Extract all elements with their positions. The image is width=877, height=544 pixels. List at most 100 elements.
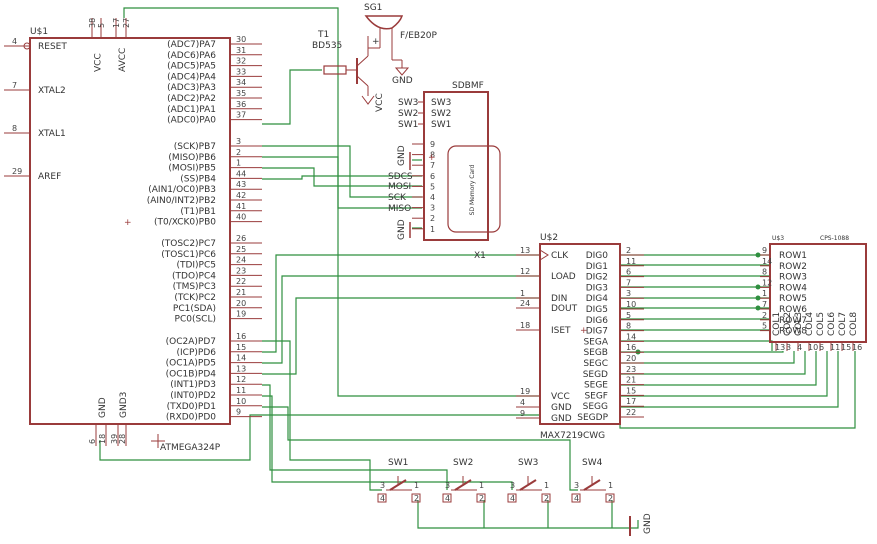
- switch-pin: 2: [544, 494, 549, 503]
- mcu-pin-label: VCC: [94, 53, 104, 72]
- mcu-right-pins: (ADC7)PA730(ADC6)PA631(ADC5)PA532(ADC4)P…: [147, 35, 262, 423]
- mcu-pin-label: PC1(SDA): [173, 304, 216, 314]
- mcu-pin-label: PC0(SCL): [175, 315, 216, 325]
- mcu-pin-label: (RXD0)PD0: [166, 413, 216, 423]
- matrix-col-label: COL6: [827, 312, 837, 336]
- net-pd7: [262, 340, 382, 491]
- mcu-pin-label: (ADC0)PA0: [167, 116, 216, 126]
- mcu-pin-number: 8: [12, 124, 17, 133]
- driver-name: U$2: [540, 233, 558, 243]
- matrix-col-number: 11: [830, 343, 840, 352]
- sd-card-socket[interactable]: SDBMF SD Memory Card SW3SW3SW2SW2SW1SW1 …: [388, 81, 501, 241]
- mcu-pin-label: (OC1B)PD4: [166, 369, 217, 379]
- sd-name: SDBMF: [452, 81, 484, 91]
- driver-pin-label: DIG1: [586, 262, 608, 272]
- buzzer-gnd: GND: [392, 76, 413, 86]
- driver-pin-number: 9: [520, 409, 525, 418]
- max7219-driver[interactable]: U$2 MAX7219CWG CLK13LOAD12DIN1DOUT24ISET…: [516, 233, 644, 441]
- reset-bubble-icon: [23, 42, 31, 50]
- matrix-col-number: 13: [775, 343, 785, 352]
- buzzer-sg1[interactable]: SG1 + F/EB20P GND: [364, 3, 438, 86]
- switch-pad: [541, 493, 551, 503]
- net-pa0-transistor: [262, 69, 322, 125]
- vcc-arrow-icon: [361, 95, 375, 105]
- mcu-pin-label: (ADC7)PA7: [167, 40, 216, 50]
- matrix-row-label: ROW6: [779, 305, 807, 315]
- sd-switch-label: SW2: [398, 109, 418, 119]
- driver-body: [539, 243, 621, 425]
- driver-pin-number: 5: [626, 311, 631, 320]
- mcu-pin-label: (SCK)PB7: [174, 142, 216, 152]
- sd-switch-label: SW2: [431, 109, 451, 119]
- mcu-pin-number: 27: [122, 18, 131, 28]
- mcu-pin-label: (MOSI)PB5: [168, 164, 216, 174]
- mcu-ic[interactable]: U$1 ATMEGA324P RESET4XTAL27XTAL18AREF29 …: [4, 18, 262, 453]
- mcu-pin-number: 40: [236, 213, 246, 222]
- mcu-pin-number: 22: [236, 277, 246, 286]
- driver-pin-label: DIG7: [586, 327, 608, 337]
- switch-pin: 4: [380, 494, 385, 503]
- sd-pin-number: 2: [430, 214, 435, 223]
- matrix-rows: ROW19ROW214ROW38ROW412ROW51ROW67ROW72ROW…: [760, 246, 807, 337]
- mcu-pin-label: (SS)PB4: [180, 174, 216, 184]
- sd-gnd-label: GND: [397, 145, 407, 166]
- switch-pad: [411, 493, 421, 503]
- mcu-pin-label: (ADC3)PA3: [167, 83, 216, 93]
- matrix-cols: COL113COL23COL34COL410COL56COL611COL715C…: [772, 312, 862, 352]
- driver-pin-label: DIG4: [586, 294, 609, 304]
- mcu-pin-label: GND: [98, 397, 108, 418]
- transistor-t1[interactable]: T1 BD535 VCC: [312, 30, 385, 112]
- driver-pin-number: 23: [626, 365, 636, 374]
- matrix-row-label: ROW2: [779, 262, 807, 272]
- mcu-name: U$1: [30, 27, 48, 37]
- driver-pin-number: 1: [520, 289, 525, 298]
- matrix-row-number: 1: [762, 289, 767, 298]
- matrix-col-label: COL3: [794, 312, 804, 336]
- mcu-pin-number: 4: [12, 37, 17, 46]
- mcu-pin-number: 14: [236, 354, 246, 363]
- sd-switch-label: SW1: [431, 120, 451, 130]
- switch-pin: 4: [445, 494, 450, 503]
- driver-pin-label: DIN: [551, 294, 567, 304]
- mcu-pin-label: (TDO)PC4: [172, 271, 216, 281]
- matrix-row-label: ROW4: [779, 283, 807, 293]
- driver-pin-number: 6: [626, 268, 631, 277]
- mcu-pin-label: XTAL1: [38, 129, 66, 139]
- mcu-pin-number: 26: [236, 234, 246, 243]
- mcu-pin-label: (INT1)PD3: [170, 380, 216, 390]
- switch-pad: [507, 493, 517, 503]
- mcu-pin-label: (AIN0/INT2)PB2: [147, 196, 216, 206]
- buzzer-part: F/EB20P: [400, 31, 438, 41]
- led-matrix[interactable]: U$3 CPS-1088 ROW19ROW214ROW38ROW412ROW51…: [760, 235, 867, 352]
- mcu-pin-label: (TOSC2)PC7: [161, 239, 216, 249]
- driver-pin-number: 11: [626, 257, 636, 266]
- driver-pin-label: SEGF: [584, 391, 608, 401]
- driver-pin-number: 10: [626, 300, 636, 309]
- driver-pin-label: GND: [551, 414, 572, 424]
- mcu-pin-number: 42: [236, 191, 246, 200]
- net-sck: [262, 145, 422, 198]
- mcu-pin-number: 18: [98, 434, 107, 444]
- switch-name: SW2: [453, 458, 473, 468]
- mcu-body: [29, 37, 231, 425]
- driver-pin-number: 15: [626, 386, 636, 395]
- driver-pin-label: SEGDP: [577, 413, 608, 423]
- ground-label: GND: [643, 513, 653, 534]
- nets: [99, 7, 856, 529]
- sd-net-label: MOSI: [388, 182, 411, 192]
- driver-pin-label: LOAD: [551, 272, 576, 282]
- sd-pin-number: 8: [430, 151, 435, 160]
- matrix-col-label: COL2: [783, 312, 793, 336]
- net-sdcs: [262, 175, 422, 180]
- driver-pin-number: 7: [626, 278, 631, 287]
- mcu-pin-number: 15: [236, 343, 246, 352]
- matrix-col-number: 3: [786, 343, 791, 352]
- matrix-row-number: 12: [762, 278, 772, 287]
- mcu-pin-number: 37: [236, 111, 246, 120]
- driver-right-pins: DIG02DIG111DIG26DIG37DIG43DIG510DIG65DIG…: [577, 246, 644, 423]
- mcu-pin-label: RESET: [38, 42, 67, 52]
- buzzer-name: SG1: [364, 3, 382, 13]
